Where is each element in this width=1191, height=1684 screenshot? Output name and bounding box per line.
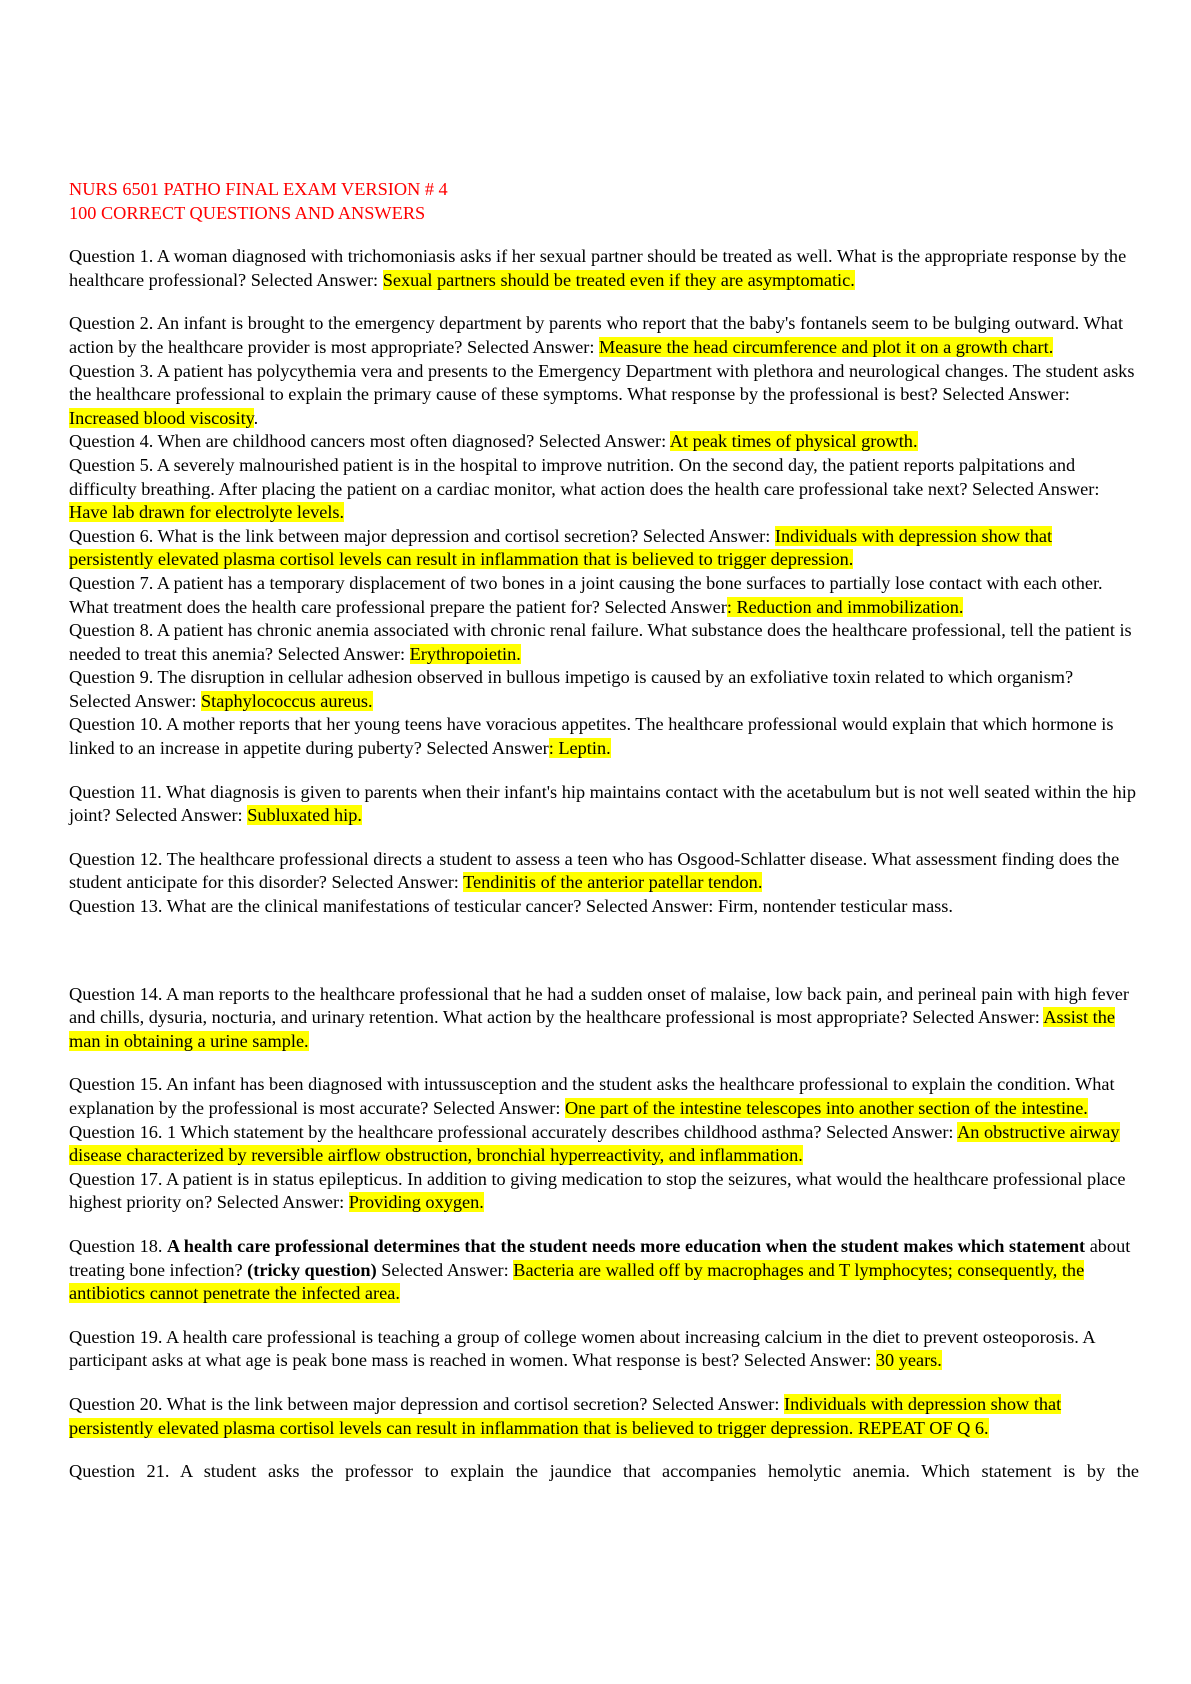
answer-highlight: Have lab drawn for electrolyte levels.	[69, 502, 345, 523]
answer-highlight: At peak times of physical growth.	[669, 431, 918, 452]
question-20: Question 20. What is the link between ma…	[69, 1393, 1062, 1438]
answer-highlight: Tendinitis of the anterior patellar tend…	[463, 872, 763, 893]
question-16: Question 16. 1 Which statement by the he…	[69, 1121, 1120, 1166]
answer-highlight: 30 years.	[875, 1350, 942, 1371]
document-page: NURS 6501 PATHO FINAL EXAM VERSION # 4 1…	[69, 178, 1139, 1484]
document-title: NURS 6501 PATHO FINAL EXAM VERSION # 4	[69, 179, 448, 199]
question-8: Question 8. A patient has chronic anemia…	[69, 620, 1132, 664]
answer-highlight: Staphylococcus aureus.	[201, 690, 373, 711]
question-3: Question 3. A patient has polycythemia v…	[69, 360, 1135, 428]
question-12: Question 12. The healthcare professional…	[69, 848, 1120, 893]
question-1: Question 1. A woman diagnosed with trich…	[69, 246, 1127, 290]
question-9: Question 9. The disruption in cellular a…	[69, 667, 1074, 711]
answer-highlight: Subluxated hip.	[247, 805, 362, 826]
question-13: Question 13. What are the clinical manif…	[69, 896, 953, 917]
answer-highlight: One part of the intestine telescopes int…	[564, 1098, 1088, 1118]
question-10: Question 10. A mother reports that her y…	[69, 714, 1114, 759]
question-15: Question 15. An infant has been diagnose…	[69, 1074, 1115, 1118]
question-19: Question 19. A health care professional …	[69, 1326, 1095, 1371]
question-2: Question 2. An infant is brought to the …	[69, 313, 1124, 357]
document-subtitle: 100 CORRECT QUESTIONS AND ANSWERS	[69, 202, 426, 223]
question-17: Question 17. A patient is in status epil…	[69, 1168, 1126, 1213]
question-6: Question 6. What is the link between maj…	[69, 525, 1053, 570]
question-4: Question 4. When are childhood cancers m…	[69, 431, 918, 452]
answer-highlight: Increased blood viscosity	[69, 407, 254, 428]
answer-highlight: Erythropoietin.	[409, 643, 521, 664]
answer-highlight: Measure the head circumference and plot …	[598, 336, 1054, 357]
question-5: Question 5. A severely malnourished pati…	[69, 454, 1100, 523]
question-11: Question 11. What diagnosis is given to …	[69, 781, 1136, 826]
question-7: Question 7. A patient has a temporary di…	[69, 572, 1103, 617]
question-14: Question 14. A man reports to the health…	[69, 983, 1129, 1051]
question-18: Question 18. A health care professional …	[69, 1235, 1131, 1304]
answer-highlight: Providing oxygen.	[348, 1192, 484, 1213]
answer-highlight: : Leptin.	[548, 738, 611, 759]
question-21: Question 21. A student asks the professo…	[69, 1461, 1139, 1482]
answer-highlight: Sexual partners should be treated even i…	[382, 269, 855, 290]
answer-highlight: : Reduction and immobilization.	[726, 596, 964, 617]
